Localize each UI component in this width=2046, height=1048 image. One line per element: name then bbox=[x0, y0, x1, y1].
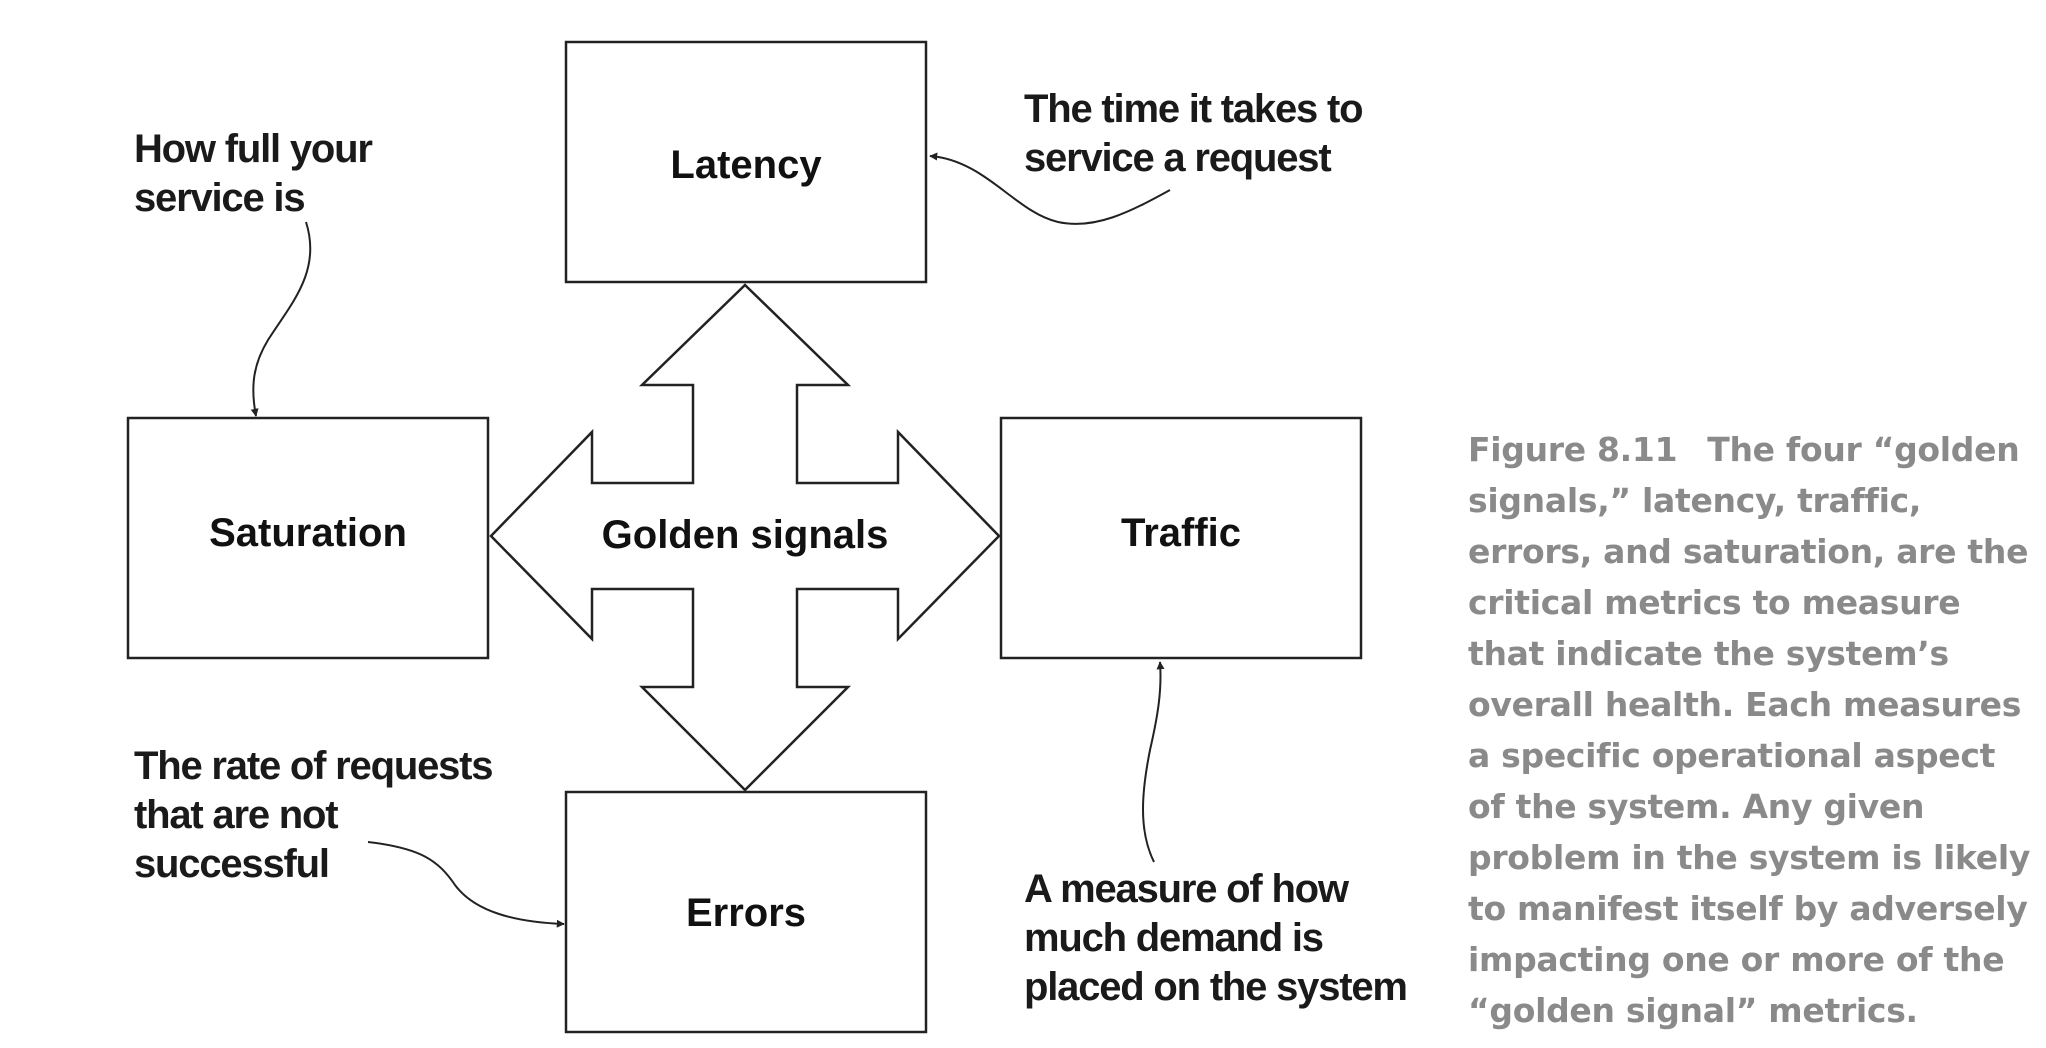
caption-line: “golden signal” metrics. bbox=[1468, 991, 1918, 1030]
saturation-annotation-line: How full your bbox=[134, 127, 372, 171]
saturation-annotation-line: service is bbox=[134, 176, 304, 220]
errors-annotation: The rate of requests that are not succes… bbox=[134, 744, 502, 886]
caption-line: impacting one or more of the bbox=[1468, 940, 2005, 979]
saturation-label: Saturation bbox=[209, 511, 407, 555]
latency-annotation-line: The time it takes to bbox=[1024, 87, 1362, 131]
caption-line: critical metrics to measure bbox=[1468, 583, 1961, 622]
traffic-annotation-line: much demand is bbox=[1024, 916, 1323, 960]
latency-annotation: The time it takes to service a request bbox=[1024, 87, 1372, 180]
four-way-arrow bbox=[489, 283, 1001, 792]
figure-caption: Figure 8.11 The four “golden signals,” la… bbox=[1468, 424, 2038, 1036]
errors-annotation-line: successful bbox=[134, 842, 329, 886]
latency-annotation-line: service a request bbox=[1024, 136, 1331, 180]
caption-line: to manifest itself by adversely bbox=[1468, 889, 2028, 928]
latency-node: Latency bbox=[564, 40, 928, 284]
latency-box bbox=[564, 40, 928, 284]
latency-pointer-arrow bbox=[929, 152, 1171, 225]
traffic-label: Traffic bbox=[1121, 511, 1241, 555]
traffic-box bbox=[999, 416, 1363, 660]
errors-pointer-arrow bbox=[367, 841, 565, 928]
traffic-annotation-line: placed on the system bbox=[1024, 965, 1407, 1009]
errors-annotation-line: The rate of requests bbox=[134, 744, 492, 788]
saturation-pointer-arrow bbox=[250, 221, 312, 417]
traffic-annotation: A measure of how much demand is placed o… bbox=[1024, 867, 1407, 1009]
caption-first-line: Figure 8.11 The four “golden bbox=[1468, 424, 2038, 475]
saturation-node: Saturation bbox=[126, 416, 490, 660]
traffic-annotation-line: A measure of how bbox=[1024, 867, 1350, 911]
caption-line: The four “golden bbox=[1707, 430, 2020, 469]
saturation-box bbox=[126, 416, 490, 660]
golden-signals-label: Golden signals bbox=[602, 513, 889, 557]
traffic-node: Traffic bbox=[999, 416, 1363, 660]
caption-line: a specific operational aspect bbox=[1468, 736, 1996, 775]
errors-label: Errors bbox=[686, 891, 806, 935]
caption-line: signals,” latency, traffic, bbox=[1468, 481, 1922, 520]
caption-line: problem in the system is likely bbox=[1468, 838, 2031, 877]
latency-label: Latency bbox=[670, 143, 822, 187]
errors-annotation-line: that are not bbox=[134, 793, 338, 837]
caption-line: that indicate the system’s bbox=[1468, 634, 1949, 673]
saturation-annotation: How full your service is bbox=[134, 127, 382, 220]
errors-box bbox=[564, 790, 928, 1034]
errors-node: Errors bbox=[564, 790, 928, 1034]
caption-line: of the system. Any given bbox=[1468, 787, 1925, 826]
traffic-pointer-arrow bbox=[1142, 661, 1165, 863]
caption-line: overall health. Each measures bbox=[1468, 685, 2022, 724]
figure-number: Figure 8.11 bbox=[1468, 430, 1678, 469]
caption-line: errors, and saturation, are the bbox=[1468, 532, 2029, 571]
